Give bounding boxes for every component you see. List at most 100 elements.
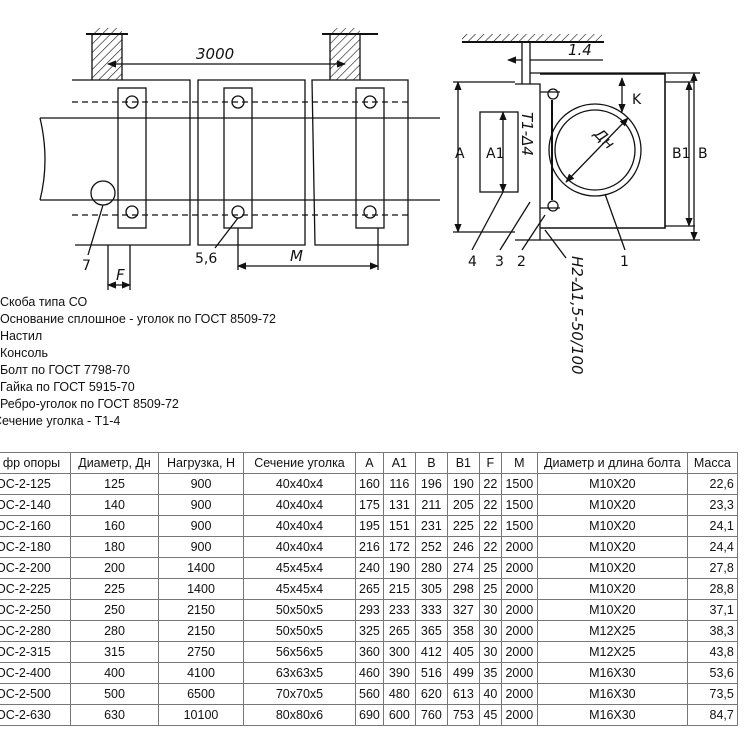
- legend-item: . Консоль: [0, 346, 48, 360]
- table-cell: 172: [382, 536, 416, 558]
- dim-f-label: F: [116, 266, 125, 284]
- table-cell: 196: [414, 473, 448, 495]
- table-cell: ОС-2-500: [0, 683, 71, 705]
- table-cell: 45: [478, 704, 502, 726]
- table-cell: 231: [414, 515, 448, 537]
- table-cell: 211: [414, 494, 448, 516]
- dim-b-label: B: [698, 146, 708, 162]
- column-header: фр опоры: [0, 452, 71, 474]
- table-cell: 1500: [500, 473, 538, 495]
- table-cell: M10X20: [536, 578, 688, 600]
- weld-label: H2-Δ1,5-50/100: [568, 256, 586, 375]
- section-label: T1-Δ4: [518, 112, 536, 156]
- table-cell: 10100: [158, 704, 244, 726]
- table-cell: 327: [446, 599, 480, 621]
- table-cell: 200: [70, 557, 159, 579]
- table-cell: 80x80x6: [243, 704, 356, 726]
- table-cell: 190: [382, 557, 416, 579]
- table-cell: 180: [70, 536, 159, 558]
- table-cell: 28,8: [686, 578, 738, 600]
- table-cell: 131: [382, 494, 416, 516]
- legend-item: . Скоба типа СО: [0, 295, 88, 309]
- table-cell: 140: [70, 494, 159, 516]
- table-cell: 63x63x5: [243, 662, 356, 684]
- table-cell: ОС-2-200: [0, 557, 71, 579]
- table-cell: M12X25: [536, 620, 688, 642]
- technical-drawing: 3000 M F 7 5,6 A A1 B1 B K 1.4 Дн T1-Δ4 …: [39, 28, 708, 375]
- table-cell: 205: [446, 494, 480, 516]
- table-cell: 22: [478, 515, 502, 537]
- table-cell: 1400: [158, 578, 244, 600]
- table-cell: 690: [355, 704, 384, 726]
- column-header: B: [414, 452, 448, 474]
- table-cell: M10X20: [536, 599, 688, 621]
- table-cell: 37,1: [686, 599, 738, 621]
- table-cell: 6500: [158, 683, 244, 705]
- table-cell: 405: [446, 641, 480, 663]
- table-cell: 250: [70, 599, 159, 621]
- table-cell: M10X20: [536, 515, 688, 537]
- table-cell: 293: [355, 599, 384, 621]
- table-cell: 560: [355, 683, 384, 705]
- table-cell: 2000: [500, 704, 538, 726]
- table-cell: 274: [446, 557, 480, 579]
- table-cell: ОС-2-160: [0, 515, 71, 537]
- legend-item: . Основание сплошное - уголок по ГОСТ 85…: [0, 312, 277, 326]
- table-cell: 160: [355, 473, 384, 495]
- table-cell: 900: [158, 494, 244, 516]
- table-cell: 45x45x4: [243, 578, 356, 600]
- column-header: Масса: [686, 452, 738, 474]
- table-cell: 2000: [500, 557, 538, 579]
- table-cell: M10X20: [536, 494, 688, 516]
- table-cell: 4100: [158, 662, 244, 684]
- table-cell: 70x70x5: [243, 683, 356, 705]
- table-cell: 40x40x4: [243, 494, 356, 516]
- column-header: A: [355, 452, 384, 474]
- table-cell: 225: [446, 515, 480, 537]
- table-cell: 30: [478, 599, 502, 621]
- legend-item: . Ребро-уголок по ГОСТ 8509-72: [0, 397, 179, 411]
- table-cell: 460: [355, 662, 384, 684]
- dim-m-label: M: [290, 247, 303, 265]
- table-cell: 305: [414, 578, 448, 600]
- table-cell: 760: [414, 704, 448, 726]
- callout-2: 2: [517, 254, 526, 270]
- table-cell: 24,1: [686, 515, 738, 537]
- table-cell: 412: [414, 641, 448, 663]
- dim-a-label: A: [455, 146, 465, 162]
- column-header: Диаметр и длина болта: [536, 452, 688, 474]
- table-cell: 2000: [500, 662, 538, 684]
- column-header: M: [500, 452, 538, 474]
- table-cell: 43,8: [686, 641, 738, 663]
- table-cell: 900: [158, 536, 244, 558]
- table-cell: 1500: [500, 494, 538, 516]
- table-cell: 300: [382, 641, 416, 663]
- table-cell: 22,6: [686, 473, 738, 495]
- table-cell: ОС-2-400: [0, 662, 71, 684]
- parts-legend: . Скоба типа СО . Основание сплошное - у…: [0, 294, 360, 430]
- table-cell: M10X20: [536, 536, 688, 558]
- table-cell: 252: [414, 536, 448, 558]
- table-cell: 50x50x5: [243, 620, 356, 642]
- table-cell: M12X25: [536, 641, 688, 663]
- table-cell: 30: [478, 641, 502, 663]
- callout-7: 7: [82, 258, 91, 274]
- table-cell: 40x40x4: [243, 473, 356, 495]
- table-cell: 516: [414, 662, 448, 684]
- table-cell: 45x45x4: [243, 557, 356, 579]
- table-cell: 25: [478, 578, 502, 600]
- legend-item: . Гайка по ГОСТ 5915-70: [0, 380, 135, 394]
- table-cell: 190: [446, 473, 480, 495]
- table-cell: 400: [70, 662, 159, 684]
- column-header: Диаметр, Дн: [70, 452, 159, 474]
